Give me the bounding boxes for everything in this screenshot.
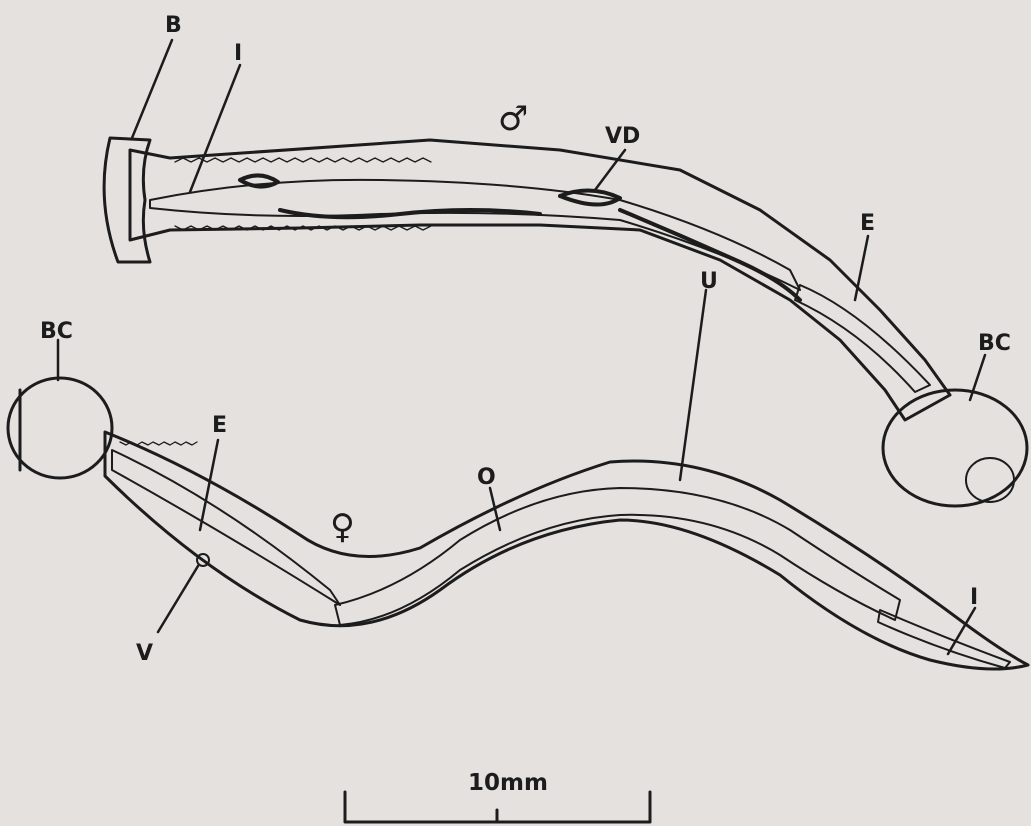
female-head-bulb bbox=[8, 378, 112, 478]
label-female-v: V bbox=[136, 641, 153, 666]
male-body-outline bbox=[130, 140, 950, 420]
labels: B I ♂ VD E BC BC E ♀ V O U I bbox=[40, 13, 1011, 666]
label-female-u: U bbox=[700, 269, 718, 294]
female-body-outline bbox=[105, 432, 1028, 669]
label-female-e: E bbox=[212, 413, 227, 438]
label-female-o: O bbox=[477, 465, 496, 490]
female-esophagus bbox=[112, 450, 340, 605]
male-tail-bulb bbox=[883, 390, 1027, 506]
male-esophagus bbox=[795, 285, 930, 392]
label-male-bc: BC bbox=[978, 331, 1011, 356]
label-male-e: E bbox=[860, 211, 875, 236]
scale-bar: 10mm bbox=[345, 770, 650, 822]
label-female-bc: BC bbox=[40, 319, 73, 344]
female-symbol: ♀ bbox=[330, 507, 355, 547]
label-male-b: B bbox=[165, 13, 182, 38]
male-symbol: ♂ bbox=[498, 99, 528, 139]
label-female-i: I bbox=[970, 585, 978, 610]
scale-bar-label: 10mm bbox=[468, 770, 548, 796]
label-male-i: I bbox=[234, 41, 242, 66]
male-head-bursa bbox=[104, 138, 150, 262]
label-male-vd: VD bbox=[605, 124, 640, 149]
female-intestine bbox=[878, 610, 1010, 668]
male-worm bbox=[104, 138, 1027, 506]
